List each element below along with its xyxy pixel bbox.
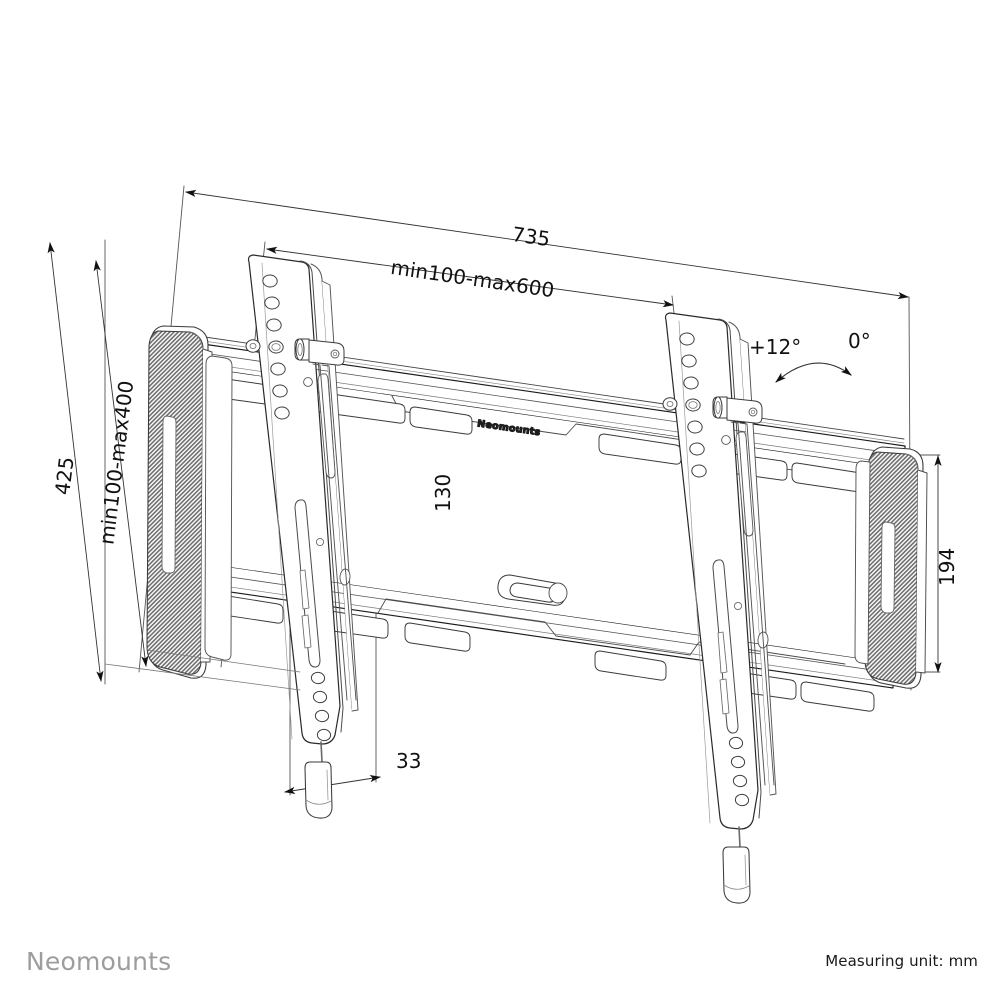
end-cap-right (854, 446, 928, 689)
drop-pin-left (304, 741, 333, 819)
label-rail-spacing: 130 (431, 474, 455, 512)
tilt-angle-arc (775, 362, 852, 383)
drop-pin-right (722, 826, 751, 904)
vesa-holes-left-top (262, 274, 290, 420)
dimension-33 (284, 775, 381, 794)
label-tilt-max: +12° (749, 335, 801, 359)
vesa-holes-left-bottom (310, 671, 332, 742)
tilt-pivot-right (662, 396, 775, 786)
label-vesa-width: min100-max600 (389, 255, 556, 302)
vesa-holes-right-bottom (728, 736, 750, 807)
vesa-arm-left (247, 254, 359, 819)
dimension-vesa-height (93, 260, 149, 667)
dimension-735 (185, 189, 909, 300)
dimension-vesa-width (266, 246, 674, 308)
label-tilt-zero: 0° (848, 329, 871, 353)
label-endcap-height: 194 (935, 548, 959, 586)
vesa-holes-right-top (679, 332, 707, 478)
tilt-pivot-left (245, 338, 357, 701)
label-overall-width: 735 (511, 222, 552, 251)
label-vesa-height: min100-max400 (94, 379, 138, 546)
end-cap-left (146, 325, 233, 679)
label-wall-depth: 33 (396, 749, 421, 773)
label-overall-height: 425 (50, 455, 78, 496)
lock-latch (497, 574, 568, 606)
dimension-425 (47, 242, 104, 682)
